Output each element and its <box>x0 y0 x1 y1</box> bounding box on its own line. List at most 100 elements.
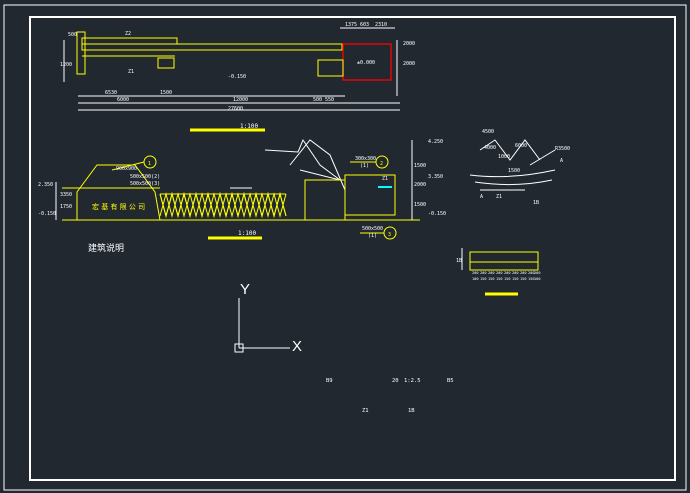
elev-level-right-top: 4.250 <box>428 139 443 145</box>
plan-scale-label: 1:100 <box>240 123 258 130</box>
table-bot-7: 150 <box>528 277 535 281</box>
detail-table-row-label: 1B <box>456 258 462 264</box>
drawing-sheet-border <box>3 4 687 491</box>
guard-roof-2 <box>289 139 346 191</box>
table-top-7: 200 <box>528 271 535 275</box>
elev-dim-left-1: 1750 <box>60 204 72 210</box>
plan-dim-top-1: 1375 <box>345 22 357 28</box>
table-top-0: 200 <box>472 271 479 275</box>
plan-tag-z2: Z2 <box>125 31 131 37</box>
elev-level-right-bottom: -0.150 <box>428 211 446 217</box>
plan-dim-bottom-5: 550 <box>325 97 334 103</box>
elev-scale-label: 1:100 <box>238 230 256 237</box>
scatter-z1: Z1 <box>362 408 369 414</box>
gate-sign-text: 宏 基 有 限 公 司 <box>92 202 145 211</box>
elev-dim-left-2: 3350 <box>60 192 72 198</box>
plan-dim-top-3: 2310 <box>375 22 387 28</box>
callout-top-ref: 1 <box>148 161 151 167</box>
elevation-text: 宏 基 有 限 公 司 2.350 -0.150 1750 3350 900x9… <box>38 139 446 239</box>
plan-dim-top-2: 603 <box>360 22 369 28</box>
detail-table-body <box>469 251 539 271</box>
plan-dim-right-1: 2000 <box>403 41 415 47</box>
plan-view[interactable] <box>63 27 400 132</box>
curve-label-2: 4000 <box>484 145 496 151</box>
guard-house-roof <box>264 138 341 181</box>
ucs-icon <box>234 298 290 353</box>
table-top-5: 200 <box>512 271 519 275</box>
curve-axis-a: A <box>480 194 483 200</box>
scatter-b9: B9 <box>326 378 333 384</box>
curve-posts <box>479 139 541 161</box>
guard-house-wing <box>344 174 396 216</box>
plan-small-wall <box>317 59 344 77</box>
elev-level-right-mid: 3.350 <box>428 174 443 180</box>
scatter-20: 20 <box>392 378 399 384</box>
table-bot-1: 150 <box>480 277 487 281</box>
callout-bottom-2: (1) <box>368 233 377 239</box>
plan-dim-bottom-3: 12000 <box>233 97 248 103</box>
detail-curve[interactable] <box>469 139 556 191</box>
elev-level-left-bottom: -0.150 <box>38 211 56 217</box>
table-top-8: 200 <box>534 271 541 275</box>
plan-level: -0.150 <box>228 74 246 80</box>
curve-leader <box>529 149 556 166</box>
title-frame-inner <box>29 16 676 481</box>
curve-label-6: 1500 <box>508 168 520 174</box>
plan-dim-bottom-2: 1500 <box>160 90 172 96</box>
callout-bottom-ref: 3 <box>388 232 391 238</box>
elev-cyan-tag: Z1 <box>382 176 388 182</box>
plan-text: 1375 603 2310 Z2 Z1 ±0.000 -0.150 6530 1… <box>60 22 415 130</box>
table-top-2: 200 <box>488 271 495 275</box>
plan-dim-right-2: 2000 <box>403 61 415 67</box>
callout-leader-1 <box>111 161 145 171</box>
guard-house-elev[interactable] <box>304 179 346 221</box>
detail-table-text: 1B 200 200 200 200 200 200 200 200 200 1… <box>456 258 541 281</box>
callout-top-3: 500x500(3) <box>130 181 160 187</box>
table-bot-4: 150 <box>504 277 511 281</box>
plan-tag-z1: Z1 <box>128 69 134 75</box>
table-top-1: 200 <box>480 271 487 275</box>
callout-bottom-1: 500x500 <box>362 226 383 232</box>
plan-dim-left-2: 1200 <box>60 62 72 68</box>
detail-table[interactable] <box>461 248 539 296</box>
table-bot-0: 100 <box>472 277 479 281</box>
table-bot-3: 150 <box>496 277 503 281</box>
plan-beam-main <box>81 43 343 51</box>
table-bot-2: 150 <box>488 277 495 281</box>
detail-curve-text: 4500 4000 6000 R3500 1000 1500 A A Z1 1B <box>480 129 570 206</box>
callout-right-ref: 2 <box>380 161 383 167</box>
plan-post-left <box>76 31 86 75</box>
elev-level-left-top: 2.350 <box>38 182 53 188</box>
scatter-text: B9 20 1:2.5 B5 Z1 1B <box>326 378 454 414</box>
table-top-3: 200 <box>496 271 503 275</box>
elevation-view[interactable] <box>55 138 420 240</box>
notes-title[interactable]: 建筑说明 <box>88 242 124 254</box>
curve-path-inner <box>474 179 553 186</box>
table-bot-8: 100 <box>534 277 541 281</box>
scatter-1b: 1B <box>408 408 415 414</box>
callout-right-2: (1) <box>360 163 369 169</box>
elev-dim-right-1: 1500 <box>414 163 426 169</box>
ucs-x-label: X <box>292 338 302 355</box>
plan-level-box: ±0.000 <box>357 60 375 66</box>
curve-path-outer <box>469 169 556 178</box>
callout-top-2: 500x500(2) <box>130 174 160 180</box>
elev-dim-right-2: 2000 <box>414 182 426 188</box>
curve-callout: A <box>560 158 563 164</box>
curve-label-4: R3500 <box>555 146 570 152</box>
scatter-ratio: 1:2.5 <box>404 378 421 384</box>
curve-axis-z1: Z1 <box>496 194 502 200</box>
table-bot-5: 150 <box>512 277 519 281</box>
table-top-4: 200 <box>504 271 511 275</box>
plan-dim-bottom-4: 500 <box>313 97 322 103</box>
plan-beam-upper <box>81 37 178 45</box>
ucs-origin-box <box>234 343 244 353</box>
plan-post <box>157 57 175 69</box>
plan-dim-left-1: 500 <box>68 32 77 38</box>
elev-dim-right-3: 1500 <box>414 202 426 208</box>
table-top-6: 200 <box>520 271 527 275</box>
curve-label-1: 4500 <box>482 129 494 135</box>
plan-dim-bottom2-2: 27600 <box>228 106 243 112</box>
scatter-b5: B5 <box>447 378 454 384</box>
